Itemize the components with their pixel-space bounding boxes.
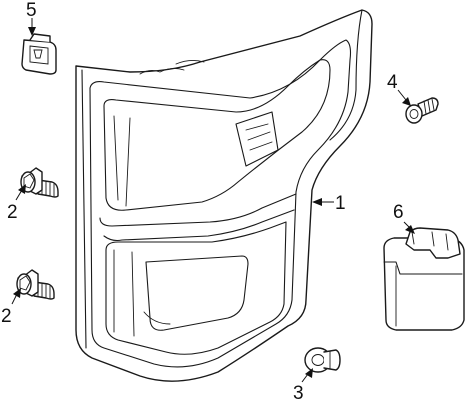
- callout-3: 3: [293, 383, 304, 404]
- bolt-upper: [20, 167, 59, 198]
- tail-lamp-assembly: [75, 9, 373, 382]
- callout-4: 4: [387, 72, 398, 93]
- bolt-lower: [16, 269, 55, 300]
- bulb-socket: [383, 227, 465, 331]
- screw: [405, 97, 439, 124]
- callout-2-lower: 2: [1, 306, 12, 327]
- push-nut: [304, 347, 341, 373]
- callout-6: 6: [393, 202, 404, 223]
- callout-leaders: [11, 18, 415, 383]
- callout-2-upper: 2: [7, 202, 18, 223]
- callout-1: 1: [335, 193, 346, 214]
- callout-5: 5: [26, 0, 37, 21]
- clip: [21, 33, 57, 75]
